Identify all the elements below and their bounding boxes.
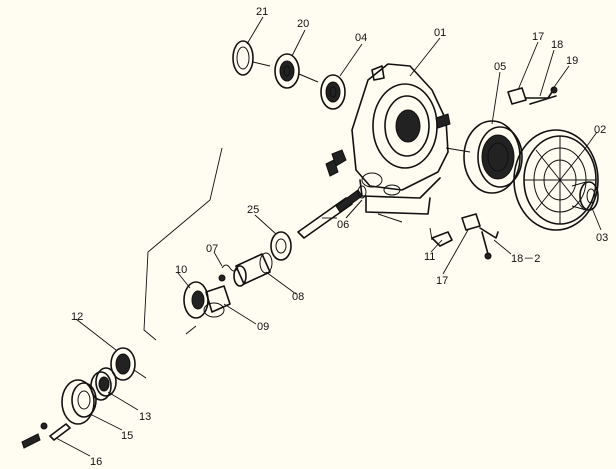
label-18-2: 18－2 [511, 253, 540, 265]
label-01: 01 [434, 27, 446, 39]
label-leaders [55, 16, 602, 457]
label-20: 20 [297, 18, 309, 30]
part-12-ring [110, 347, 136, 381]
label-05: 05 [494, 61, 506, 73]
part-labels: 21 20 04 01 17 18 19 05 02 03 25 06 07 1… [71, 6, 608, 468]
part-05-flange [445, 120, 523, 194]
label-15: 15 [121, 430, 133, 442]
routing-lines [143, 147, 433, 341]
part-11-pin [431, 231, 453, 247]
label-21: 21 [256, 6, 268, 18]
part-06-shaft [297, 185, 367, 239]
part-25-ring [270, 231, 292, 261]
part-03-hub [571, 181, 599, 211]
part-20-bearing [274, 53, 319, 89]
part-15-cap [61, 379, 97, 425]
label-19: 19 [566, 55, 578, 67]
label-11: 11 [424, 251, 435, 263]
label-12: 12 [71, 311, 83, 323]
part-07-spring [218, 264, 239, 282]
label-08: 08 [292, 291, 304, 303]
label-10: 10 [175, 264, 187, 276]
part-13-spring [90, 367, 147, 401]
part-04-bearing [320, 74, 346, 110]
part-17-clamp-lower [461, 213, 499, 260]
label-25: 25 [247, 204, 259, 216]
label-02: 02 [594, 124, 606, 136]
part-17-clamp-upper [507, 86, 558, 105]
label-07: 07 [206, 243, 218, 255]
label-04: 04 [355, 32, 367, 44]
part-08-sleeve [233, 252, 273, 287]
label-17-upper: 17 [532, 31, 544, 43]
label-17-lower: 17 [436, 275, 448, 287]
label-03: 03 [596, 232, 608, 244]
label-06: 06 [337, 219, 349, 231]
label-16: 16 [90, 456, 102, 468]
part-01-housing [325, 63, 451, 223]
part-10-gear [183, 281, 231, 335]
part-16-pin [21, 422, 71, 449]
label-09: 09 [257, 321, 269, 333]
part-21-seal [232, 40, 271, 76]
label-18: 18 [551, 39, 563, 51]
label-13: 13 [139, 411, 151, 423]
part-02-disc [513, 129, 599, 231]
